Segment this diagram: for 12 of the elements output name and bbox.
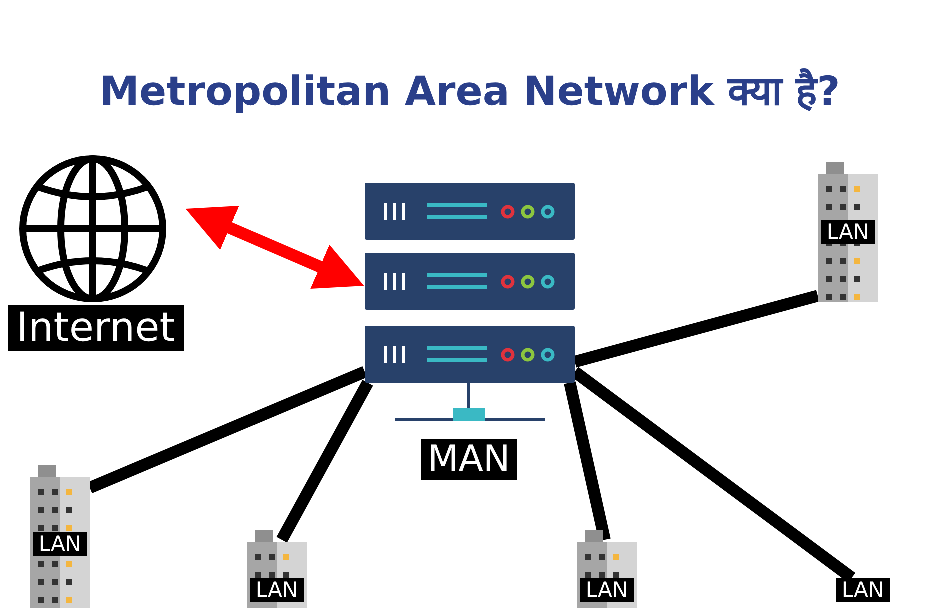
connection-line xyxy=(564,382,611,542)
network-label: Internet xyxy=(8,305,184,351)
network-label: MAN xyxy=(421,439,517,480)
network-label: LAN xyxy=(580,578,634,602)
network-label: LAN xyxy=(250,578,304,602)
connection-line xyxy=(573,290,820,368)
double-arrow xyxy=(186,206,364,289)
connection-line xyxy=(276,380,374,543)
title: Metropolitan Area Network क्या है? xyxy=(98,68,842,117)
network-label: LAN xyxy=(33,532,87,556)
network-label: LAN xyxy=(836,578,890,602)
network-label: LAN xyxy=(821,220,875,244)
